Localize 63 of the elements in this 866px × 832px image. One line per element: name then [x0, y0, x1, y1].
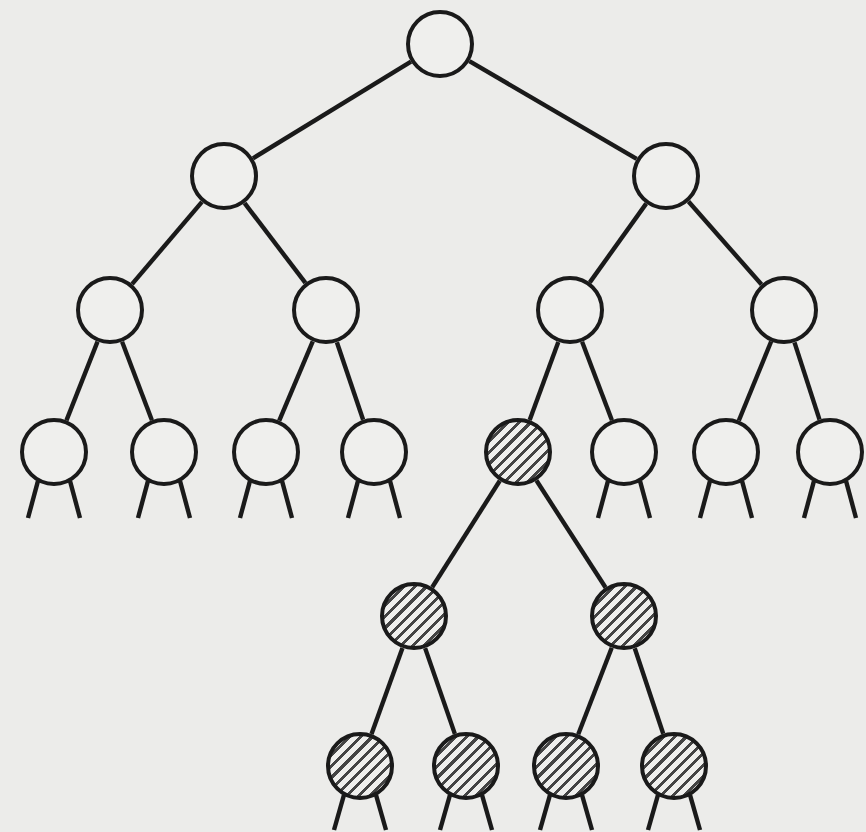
tree-edge [430, 479, 502, 589]
tree-node-circle [796, 418, 864, 486]
branch-stub [843, 480, 859, 519]
branch-stub [135, 480, 151, 519]
tree-edge [580, 341, 614, 421]
tree-node-circle [190, 142, 258, 210]
tree-edge [736, 340, 774, 422]
branch-stub [345, 480, 361, 519]
hatched-circle [484, 418, 552, 486]
hatched-circle [640, 732, 708, 800]
tree-node-circle [130, 418, 198, 486]
branch-stub [595, 480, 611, 519]
tree-edge [242, 201, 308, 285]
tree-edge [251, 59, 413, 161]
tree-node-circle [750, 276, 818, 344]
branch-stub [645, 794, 661, 831]
branch-stub [387, 480, 403, 519]
tree-node-circle [340, 418, 408, 486]
hatched-circle [326, 732, 394, 800]
tree-edge [334, 341, 366, 421]
branch-stub [739, 480, 755, 519]
tree-edge [534, 479, 608, 589]
tree-edge [686, 200, 764, 286]
branch-stub [437, 794, 453, 831]
hatched-circle [380, 582, 448, 650]
tree-edge [576, 646, 614, 736]
hatched-circle [432, 732, 500, 800]
branch-stub [537, 794, 553, 831]
tree-node-circle [20, 418, 88, 486]
tree-edge [792, 341, 822, 421]
tree-node-circle [406, 10, 474, 78]
branch-stub [25, 480, 41, 519]
tree-edge [632, 647, 666, 735]
tree-node-circle [232, 418, 300, 486]
branch-stub [373, 794, 389, 831]
hatched-circle [532, 732, 600, 800]
branch-stub [697, 480, 713, 519]
tree-edge [64, 340, 100, 422]
hatched-circle [590, 582, 658, 650]
tree-edge [369, 647, 405, 735]
tree-edge [130, 200, 204, 286]
tree-node-circle [692, 418, 760, 486]
tree-edge [468, 59, 638, 161]
branch-stub [67, 480, 83, 519]
branch-stub [237, 480, 253, 519]
tree-node-circle [536, 276, 604, 344]
branch-stub [479, 794, 495, 831]
branch-stub [687, 794, 703, 831]
branch-stub [177, 480, 193, 519]
tree-node-circle [590, 418, 658, 486]
branch-stub [579, 794, 595, 831]
tree-node-circle [292, 276, 360, 344]
tree-edge [527, 341, 561, 421]
branch-stub [637, 480, 653, 519]
tree-edge [277, 340, 315, 422]
tree-node-circle [76, 276, 144, 344]
tree-node-circle [632, 142, 700, 210]
tree-edge [423, 647, 457, 735]
tree-edge [120, 341, 154, 421]
branch-stub [801, 480, 817, 519]
branch-stub [331, 794, 347, 831]
branch-stub [279, 480, 295, 519]
tree-edge [588, 202, 648, 284]
